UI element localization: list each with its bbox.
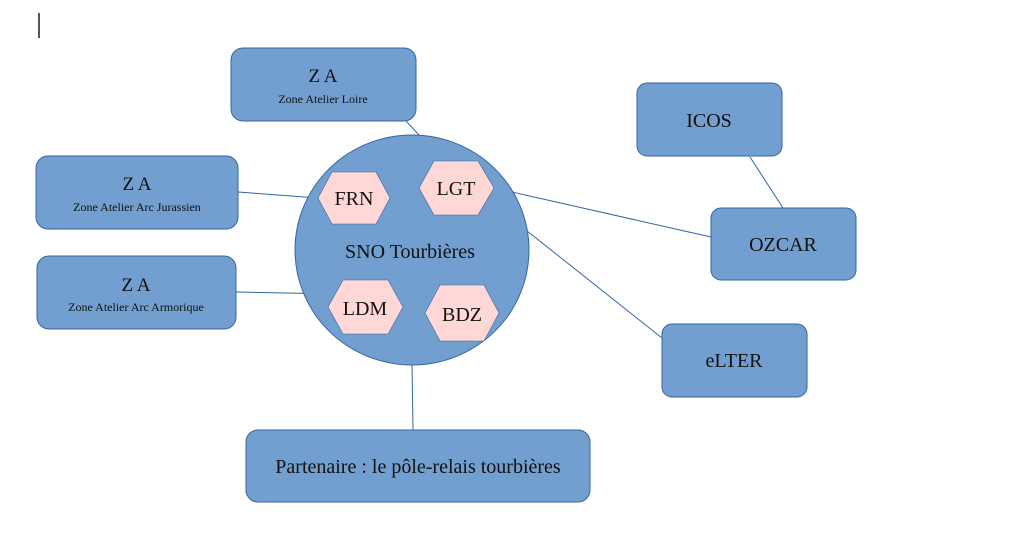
network-box-ozcar[interactable]: OZCAR: [710, 207, 857, 281]
network-box-icos[interactable]: ICOS: [636, 82, 783, 157]
center-label: SNO Tourbières: [345, 241, 475, 263]
za-subtitle: Zone Atelier Arc Armorique: [68, 300, 204, 314]
site-hex-bdz[interactable]: BDZ: [424, 284, 500, 342]
connector-lgt-ozcar: [493, 187, 712, 238]
site-hex-frn[interactable]: FRN: [317, 171, 391, 225]
network-label: eLTER: [705, 350, 763, 372]
za-subtitle: Zone Atelier Arc Jurassien: [73, 200, 201, 214]
za-title: Z A: [308, 66, 337, 87]
site-hex-ldm[interactable]: LDM: [327, 279, 404, 335]
network-label: ICOS: [686, 110, 732, 132]
site-label: LGT: [437, 178, 476, 200]
site-label: LDM: [343, 298, 388, 320]
za-box-jura[interactable]: Z A Zone Atelier Arc Jurassien: [35, 155, 239, 230]
za-subtitle: Zone Atelier Loire: [278, 92, 367, 106]
za-box-loire[interactable]: Z A Zone Atelier Loire: [230, 47, 417, 122]
za-title: Z A: [122, 174, 151, 195]
site-label: BDZ: [442, 304, 482, 326]
connector-center-partner: [411, 363, 414, 431]
network-box-elter[interactable]: eLTER: [661, 323, 808, 398]
partner-label: Partenaire : le pôle-relais tourbières: [275, 456, 561, 478]
site-hex-lgt[interactable]: LGT: [418, 160, 495, 216]
connector-icos-ozcar: [749, 156, 784, 209]
text-cursor: [38, 13, 40, 38]
za-box-armor[interactable]: Z A Zone Atelier Arc Armorique: [36, 255, 237, 330]
za-title: Z A: [121, 275, 150, 296]
sno-center[interactable]: SNO Tourbières: [294, 134, 530, 366]
network-label: OZCAR: [749, 234, 817, 256]
partner-box[interactable]: Partenaire : le pôle-relais tourbières: [245, 429, 591, 503]
site-label: FRN: [335, 188, 374, 210]
connector-jura-frn: [237, 191, 319, 199]
